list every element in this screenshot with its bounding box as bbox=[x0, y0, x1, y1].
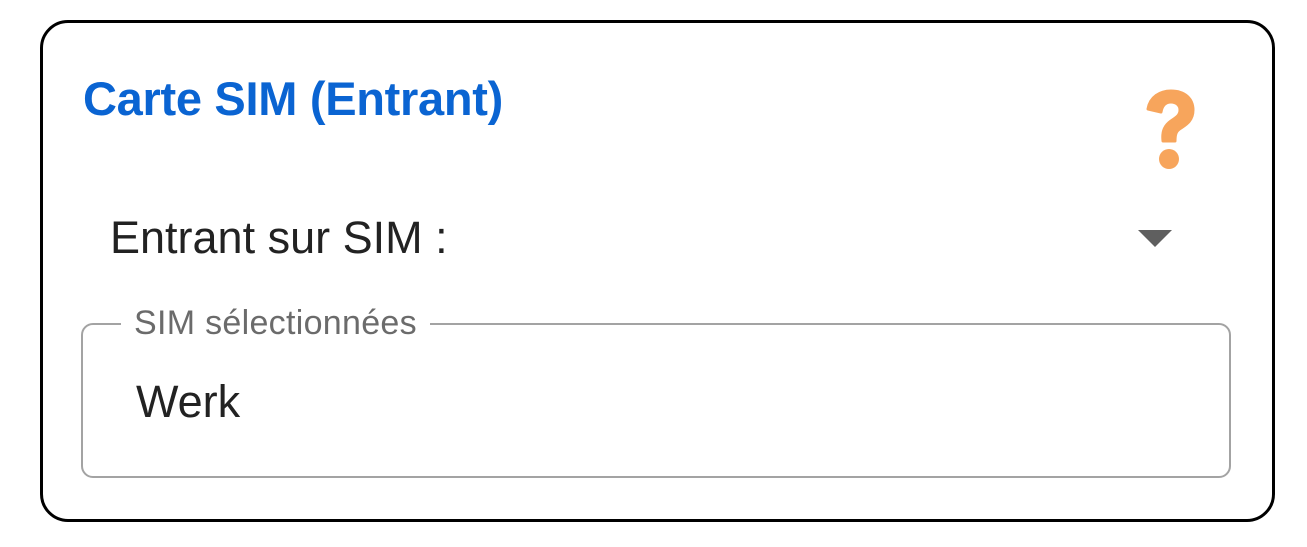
incoming-sim-dropdown[interactable]: Entrant sur SIM : bbox=[103, 203, 1183, 275]
selected-sims-field[interactable]: SIM sélectionnées Werk bbox=[81, 301, 1231, 478]
selected-sims-legend: SIM sélectionnées bbox=[121, 301, 430, 346]
selected-sims-value: Werk bbox=[136, 376, 241, 427]
help-button[interactable] bbox=[1142, 89, 1196, 175]
dropdown-label: Entrant sur SIM : bbox=[110, 212, 448, 263]
sim-incoming-card: Carte SIM (Entrant) Entrant sur SIM : SI… bbox=[40, 20, 1275, 522]
question-mark-icon bbox=[1142, 89, 1196, 175]
chevron-down-icon[interactable] bbox=[1138, 230, 1172, 247]
card-title: Carte SIM (Entrant) bbox=[83, 72, 503, 125]
